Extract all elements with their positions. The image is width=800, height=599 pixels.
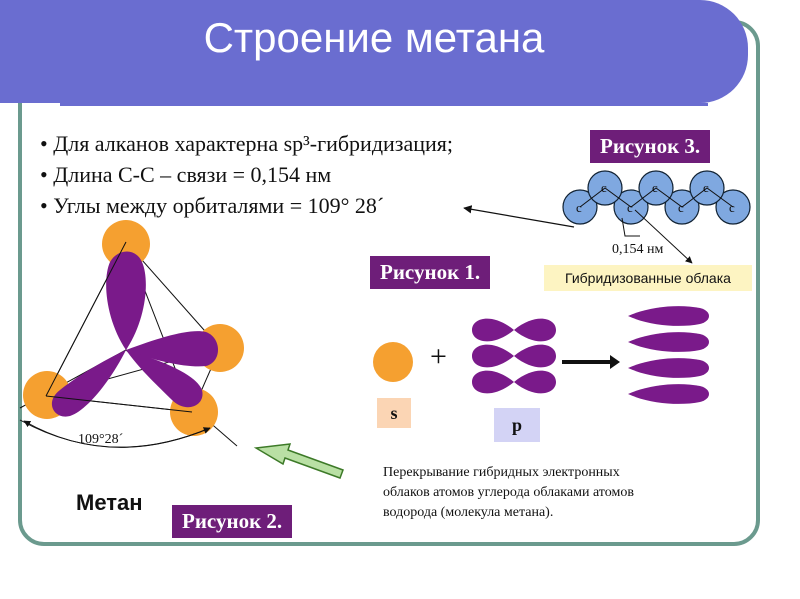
atom-letter: c bbox=[601, 180, 607, 195]
caption: Перекрывание гибридных электронных облак… bbox=[383, 463, 634, 523]
p-orbital bbox=[472, 344, 556, 368]
figure2-label: Рисунок 2. bbox=[172, 505, 293, 538]
atom-letter: c bbox=[576, 200, 582, 215]
hydrogen-atom bbox=[102, 220, 150, 268]
carbon-chain-diagram bbox=[562, 170, 751, 264]
caption-line: Перекрывание гибридных электронных bbox=[383, 465, 620, 480]
angle-pointer-arrow bbox=[463, 205, 575, 228]
methane-model bbox=[19, 220, 244, 448]
s-orbital bbox=[373, 342, 413, 382]
atom-letter: c bbox=[627, 200, 633, 215]
atom-letter: c bbox=[678, 200, 684, 215]
p-orbital-box: p bbox=[494, 408, 540, 442]
sp3-lobe bbox=[106, 251, 146, 350]
atom-letter: c bbox=[703, 180, 709, 195]
figure3-label: Рисунок 3. bbox=[590, 130, 711, 163]
sp3-lobe bbox=[51, 350, 126, 417]
sp3-lobe bbox=[126, 350, 203, 408]
hybrid-orbital bbox=[628, 358, 709, 378]
caption-line: водорода (молекула метана). bbox=[383, 505, 554, 520]
plus-sign: + bbox=[430, 340, 447, 373]
hybrid-clouds-label: Гибридизованные облака bbox=[544, 265, 752, 291]
slide-title: Строение метана bbox=[203, 14, 545, 61]
bullet-list: • Для алканов характерна sp³-гибридизаци… bbox=[40, 128, 453, 221]
caption-line: облаков атомов углерода облаками атомов bbox=[383, 485, 634, 500]
figure1-label: Рисунок 1. bbox=[370, 256, 491, 289]
hybrid-orbital bbox=[628, 332, 709, 352]
bullet-bond-length: • Длина C-C – связи = 0,154 нм bbox=[40, 162, 332, 187]
bond-length-label: 0,154 нм bbox=[612, 242, 664, 257]
atom-letter: c bbox=[652, 180, 658, 195]
s-orbital-box: s bbox=[377, 398, 411, 428]
hybrid-orbital bbox=[628, 306, 709, 326]
atom-letter: c bbox=[729, 200, 735, 215]
bullet-hybridization: • Для алканов характерна sp³-гибридизаци… bbox=[40, 131, 454, 156]
angle-label: 109°28´ bbox=[78, 432, 124, 447]
bullet-angles: • Углы между орбиталями = 109° 28´ bbox=[40, 193, 385, 218]
p-orbitals bbox=[472, 318, 556, 394]
carbon-atom-letters: c c c c c c c bbox=[576, 180, 735, 215]
p-orbital bbox=[472, 370, 556, 394]
green-pointer-arrow bbox=[253, 443, 344, 479]
title-underline bbox=[60, 103, 708, 106]
title-bar: Строение метана bbox=[0, 0, 748, 103]
hybrid-orbital bbox=[628, 384, 709, 404]
methane-label: Метан bbox=[76, 490, 143, 515]
hybrid-orbitals bbox=[628, 306, 709, 404]
p-orbital bbox=[472, 318, 556, 342]
